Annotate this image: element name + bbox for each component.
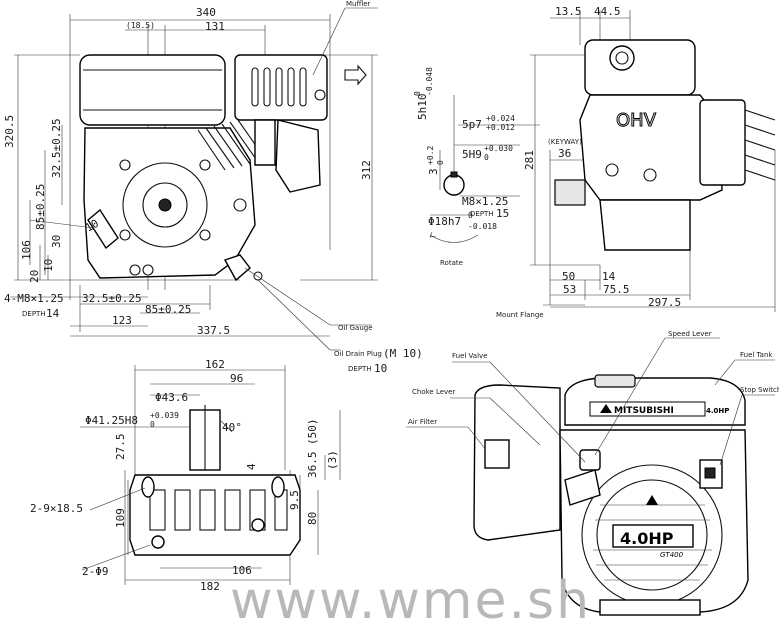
- callout-stop-switch: Stop Switch: [740, 386, 779, 394]
- dim-40-degrees: 40°: [222, 421, 242, 434]
- dim-5h9: 5H9: [462, 148, 482, 161]
- dim-5p7-tol-dn: +0.012: [486, 123, 515, 132]
- dim-3-paren: (3): [326, 450, 339, 470]
- dim-75-5: 75.5: [603, 283, 630, 296]
- dim-85-tol-v: 85±0.25: [34, 184, 47, 230]
- dim-bolt-depth: 14: [46, 307, 60, 320]
- dim-5h10: 5h10: [416, 94, 429, 121]
- dim-50: 50: [562, 270, 575, 283]
- callout-fuel-valve: Fuel Valve: [452, 352, 488, 360]
- callout-oil-drain-depth-label: DEPTH: [348, 365, 372, 373]
- callout-oil-drain-plug: Oil Drain Plug: [334, 350, 382, 358]
- dim-162: 162: [205, 358, 225, 371]
- dim-5h10-tol-up: 0: [413, 91, 422, 96]
- dim-312: 312: [360, 160, 373, 180]
- tank-brand: MITSUBISHI: [614, 406, 674, 416]
- dim-27-5: 27.5: [114, 434, 127, 461]
- dim-10-angled: 10: [83, 217, 101, 235]
- label-rotate: Rotate: [440, 259, 463, 267]
- dim-5h10-tol-dn: -0.048: [425, 67, 434, 96]
- dim-10: 10: [42, 259, 55, 272]
- dim-20: 20: [28, 270, 41, 283]
- dim-m8: M8×1.25: [462, 195, 508, 208]
- dim-13-5: 13.5: [555, 5, 582, 18]
- callout-muffler: Muffler: [346, 0, 371, 8]
- cover-hp: 4.0HP: [620, 529, 674, 548]
- dim-281: 281: [523, 150, 536, 170]
- dim-106-bottom: 106: [232, 564, 252, 577]
- shaft-detail: 5h10 0 -0.048 5p7 +0.024 +0.012 5H9 +0.0…: [413, 67, 540, 267]
- callout-oil-drain-thread: (M 10): [383, 347, 423, 360]
- side-ohv-text: OHV: [616, 110, 657, 131]
- callout-oil-drain-depth: 10: [374, 362, 387, 375]
- dim-43-6: Φ43.6: [155, 391, 188, 404]
- dim-41-25-tol-dn: 0: [150, 420, 155, 429]
- dim-131: 131: [205, 20, 225, 33]
- dim-5h9-tol-up: +0.030: [484, 144, 513, 153]
- dim-320-5: 320.5: [3, 115, 16, 148]
- watermark-text: www.wme.sh: [230, 571, 591, 622]
- dim-182: 182: [200, 580, 220, 593]
- dim-3-tol-up: +0.2: [426, 146, 435, 165]
- callout-speed-lever: Speed Lever: [668, 330, 712, 338]
- callout-choke-lever: Choke Lever: [412, 388, 455, 396]
- dim-297-5: 297.5: [648, 296, 681, 309]
- dim-2-9x18-5: 2-9×18.5: [30, 502, 83, 515]
- dim-340: 340: [196, 6, 216, 19]
- dim-3: 3: [427, 168, 440, 175]
- dim-m8-depth-label: DEPTH: [470, 210, 494, 218]
- dim-44-5: 44.5: [594, 5, 621, 18]
- dim-bolt-thread: 4-M8×1.25: [4, 292, 64, 305]
- label-keyway: (KEYWAY): [548, 138, 582, 146]
- dim-18h7: Φ18h7: [428, 215, 461, 228]
- callout-mount-flange: Mount Flange: [496, 311, 544, 319]
- dim-96: 96: [230, 372, 243, 385]
- bottom-view: 162 96 Φ43.6 Φ41.25H8 +0.039 0 40° 27.5 …: [30, 358, 341, 593]
- front-view: 340 (18.5) 131 320.5 32.5±0.25 85±0.25 1…: [3, 0, 423, 375]
- dim-30: 30: [50, 235, 63, 248]
- dim-2-phi9: 2-Φ9: [82, 565, 109, 578]
- dim-36-side: 36: [558, 147, 571, 160]
- dim-3-tol-dn: 0: [436, 160, 445, 165]
- dim-4: 4: [245, 463, 258, 470]
- dim-18-5: (18.5): [126, 21, 155, 30]
- dim-106: 106: [20, 240, 33, 260]
- tank-hp: 4.0HP: [706, 407, 729, 415]
- dim-bolt-depth-label: DEPTH: [22, 310, 46, 318]
- dim-9-5: 9.5: [288, 490, 301, 510]
- dim-80: 80: [306, 512, 319, 525]
- dim-41-25-tol-up: +0.039: [150, 411, 179, 420]
- dim-85-h: 85±0.25: [145, 303, 191, 316]
- side-view: OHV 13.5 44.5 (KEYWAY) 36 281 50 14 53 7…: [496, 5, 776, 319]
- cover-model: GT400: [660, 551, 684, 559]
- dim-337-5: 337.5: [197, 324, 230, 337]
- dim-53: 53: [563, 283, 576, 296]
- dim-41-25: Φ41.25H8: [85, 414, 138, 427]
- dim-32-5-tol: 32.5±0.25: [50, 118, 63, 178]
- dim-32-5-h: 32.5±0.25: [82, 292, 142, 305]
- dim-5p7: 5p7: [462, 118, 482, 131]
- dim-50-paren: (50): [306, 419, 319, 446]
- dim-18h7-tol-up: 0: [468, 211, 473, 220]
- dim-14: 14: [602, 270, 616, 283]
- dim-18h7-tol-dn: -0.018: [468, 222, 497, 231]
- perspective-view: MITSUBISHI 4.0HP 4.0HP GT400: [406, 330, 779, 616]
- callout-air-filter: Air Filter: [408, 418, 437, 426]
- dim-5p7-tol-up: +0.024: [486, 114, 515, 123]
- dim-36-5: 36.5: [306, 452, 319, 479]
- dim-123: 123: [112, 314, 132, 327]
- callout-oil-gauge: Oil Gauge: [338, 324, 373, 332]
- callout-fuel-tank: Fuel Tank: [740, 351, 773, 359]
- dim-109: 109: [114, 508, 127, 528]
- dim-m8-depth: 15: [496, 207, 509, 220]
- dim-5h9-tol-dn: 0: [484, 153, 489, 162]
